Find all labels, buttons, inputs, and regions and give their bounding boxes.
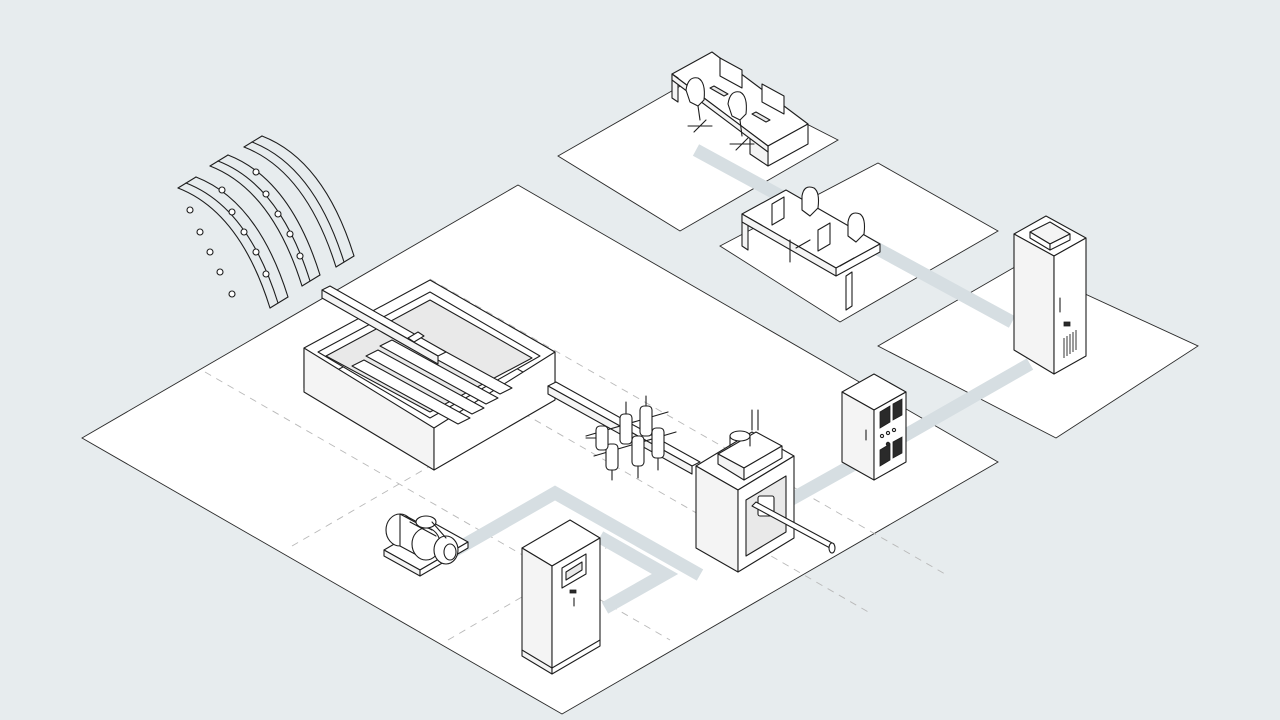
floor-plates [82, 72, 1198, 714]
electrical-panel [842, 374, 906, 480]
mold-racks [178, 136, 354, 308]
control-cabinet [522, 520, 600, 674]
server-rack [1014, 216, 1086, 374]
